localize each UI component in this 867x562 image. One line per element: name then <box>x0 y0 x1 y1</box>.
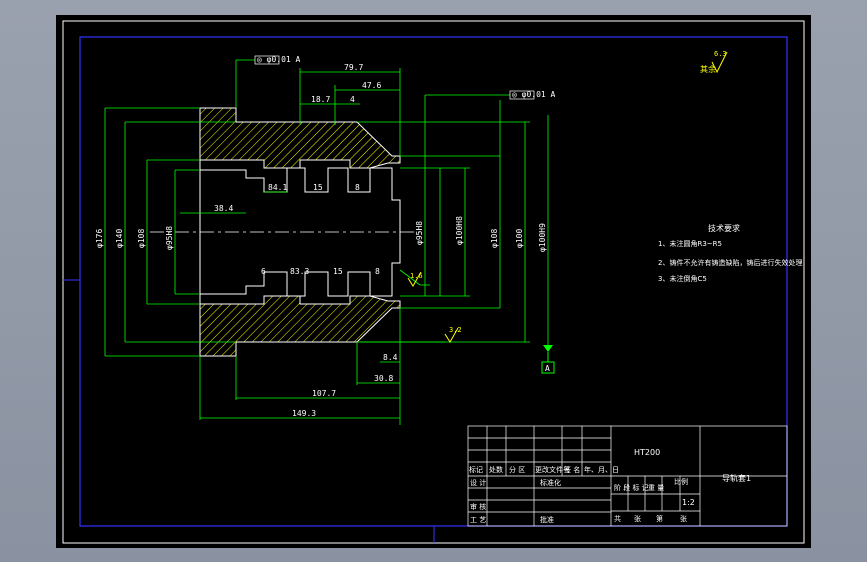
sheet-total: 共 <box>614 514 621 523</box>
title-block <box>467 425 788 527</box>
datum-triangle <box>543 345 553 352</box>
roughness-value: 6.3 <box>714 50 727 58</box>
dim-149-3: 149.3 <box>292 409 316 418</box>
datum-box <box>541 361 555 374</box>
roughness-label: 其余 <box>700 64 716 74</box>
row-label-2: 分 区 <box>509 465 525 474</box>
weight-header: 重 量 <box>648 484 664 492</box>
tech-item-2: 2、铸件不允许有铸造缺陷，铸后进行失效处理 <box>658 258 802 267</box>
dia-108: φ108 <box>137 229 146 248</box>
tech-item-3: 3、未注倒角C5 <box>658 274 707 283</box>
std-label: 标准化 <box>540 478 561 487</box>
dia-95h8-right: φ95H8 <box>415 221 424 245</box>
dimension-texts: 79.7 47.6 18.7 4 84.1 15 8 38.4 6 83.3 1… <box>95 63 547 418</box>
tech-requirements: 技术要求 1、未注圆角R3~R5 2、铸件不允许有铸造缺陷，铸后进行失效处理 3… <box>658 223 802 283</box>
left-label-design: 设 计 <box>470 478 486 487</box>
tech-item-1: 1、未注圆角R3~R5 <box>658 239 722 248</box>
dia-100h8: φ100H8 <box>455 216 464 245</box>
sheet-no-unit: 张 <box>680 514 687 523</box>
left-label-process: 工 艺 <box>470 516 486 524</box>
title-block-text: HT200 导轨套1 标记 处数 分 区 更改文件号 签 名 年、月、日 设 计… <box>469 448 751 524</box>
row-label-0: 标记 <box>469 465 483 474</box>
part-name: 导轨套1 <box>722 473 751 483</box>
tolerance-frame-1: ◎ φ0.01 A <box>257 55 301 64</box>
roughness-value-2: 3.2 <box>449 326 462 334</box>
dia-95h8: φ95H8 <box>165 226 174 250</box>
dimension-lines <box>104 59 549 425</box>
row-label-3: 更改文件号 <box>535 465 570 474</box>
dia-100: φ100 <box>515 229 524 248</box>
dia-176: φ176 <box>95 229 104 248</box>
sheet-total-unit: 张 <box>634 514 641 523</box>
datum-label: A <box>545 364 550 373</box>
tolerance-frames <box>254 55 535 100</box>
roughness-general: 其余 6.3 <box>700 50 728 74</box>
dim-79-7: 79.7 <box>344 63 363 72</box>
scale-value: 1:2 <box>682 498 695 507</box>
dim-6: 6 <box>261 267 266 276</box>
stage-header: 阶 段 标 记 <box>614 483 649 492</box>
row-label-5: 年、月、日 <box>584 465 619 474</box>
dim-30-8: 30.8 <box>374 374 393 383</box>
dim-4: 4 <box>350 95 355 104</box>
row-label-4: 签 名 <box>564 465 580 474</box>
dim-8-4: 8.4 <box>383 353 398 362</box>
left-label-review: 审 核 <box>470 502 486 511</box>
dia-100h9: φ100H9 <box>538 223 547 252</box>
roughness-32: 3.2 <box>444 326 462 343</box>
material: HT200 <box>634 448 660 457</box>
sheet-no: 第 <box>656 514 663 523</box>
dim-47-6: 47.6 <box>362 81 381 90</box>
dim-107-7: 107.7 <box>312 389 336 398</box>
scale-label: 比例 <box>674 477 688 486</box>
roughness-16: 1.6 <box>407 271 423 287</box>
tech-title: 技术要求 <box>708 223 740 233</box>
dia-140: φ140 <box>115 229 124 248</box>
row-label-1: 处数 <box>489 465 503 474</box>
dim-15-top: 15 <box>313 183 323 192</box>
dim-8-bot: 8 <box>375 267 380 276</box>
dia-108-right: φ108 <box>490 229 499 248</box>
dim-38-4: 38.4 <box>214 204 233 213</box>
dim-18-7: 18.7 <box>311 95 330 104</box>
tolerance-frame-2: ◎ φ0.01 A <box>512 90 556 99</box>
dim-8-top: 8 <box>355 183 360 192</box>
roughness-value-3: 1.6 <box>410 272 423 280</box>
approve-label: 批准 <box>540 515 554 524</box>
drawing-background <box>56 15 811 548</box>
dim-84-1: 84.1 <box>268 183 287 192</box>
dim-83-3: 83.3 <box>290 267 309 276</box>
dim-15-bot: 15 <box>333 267 343 276</box>
